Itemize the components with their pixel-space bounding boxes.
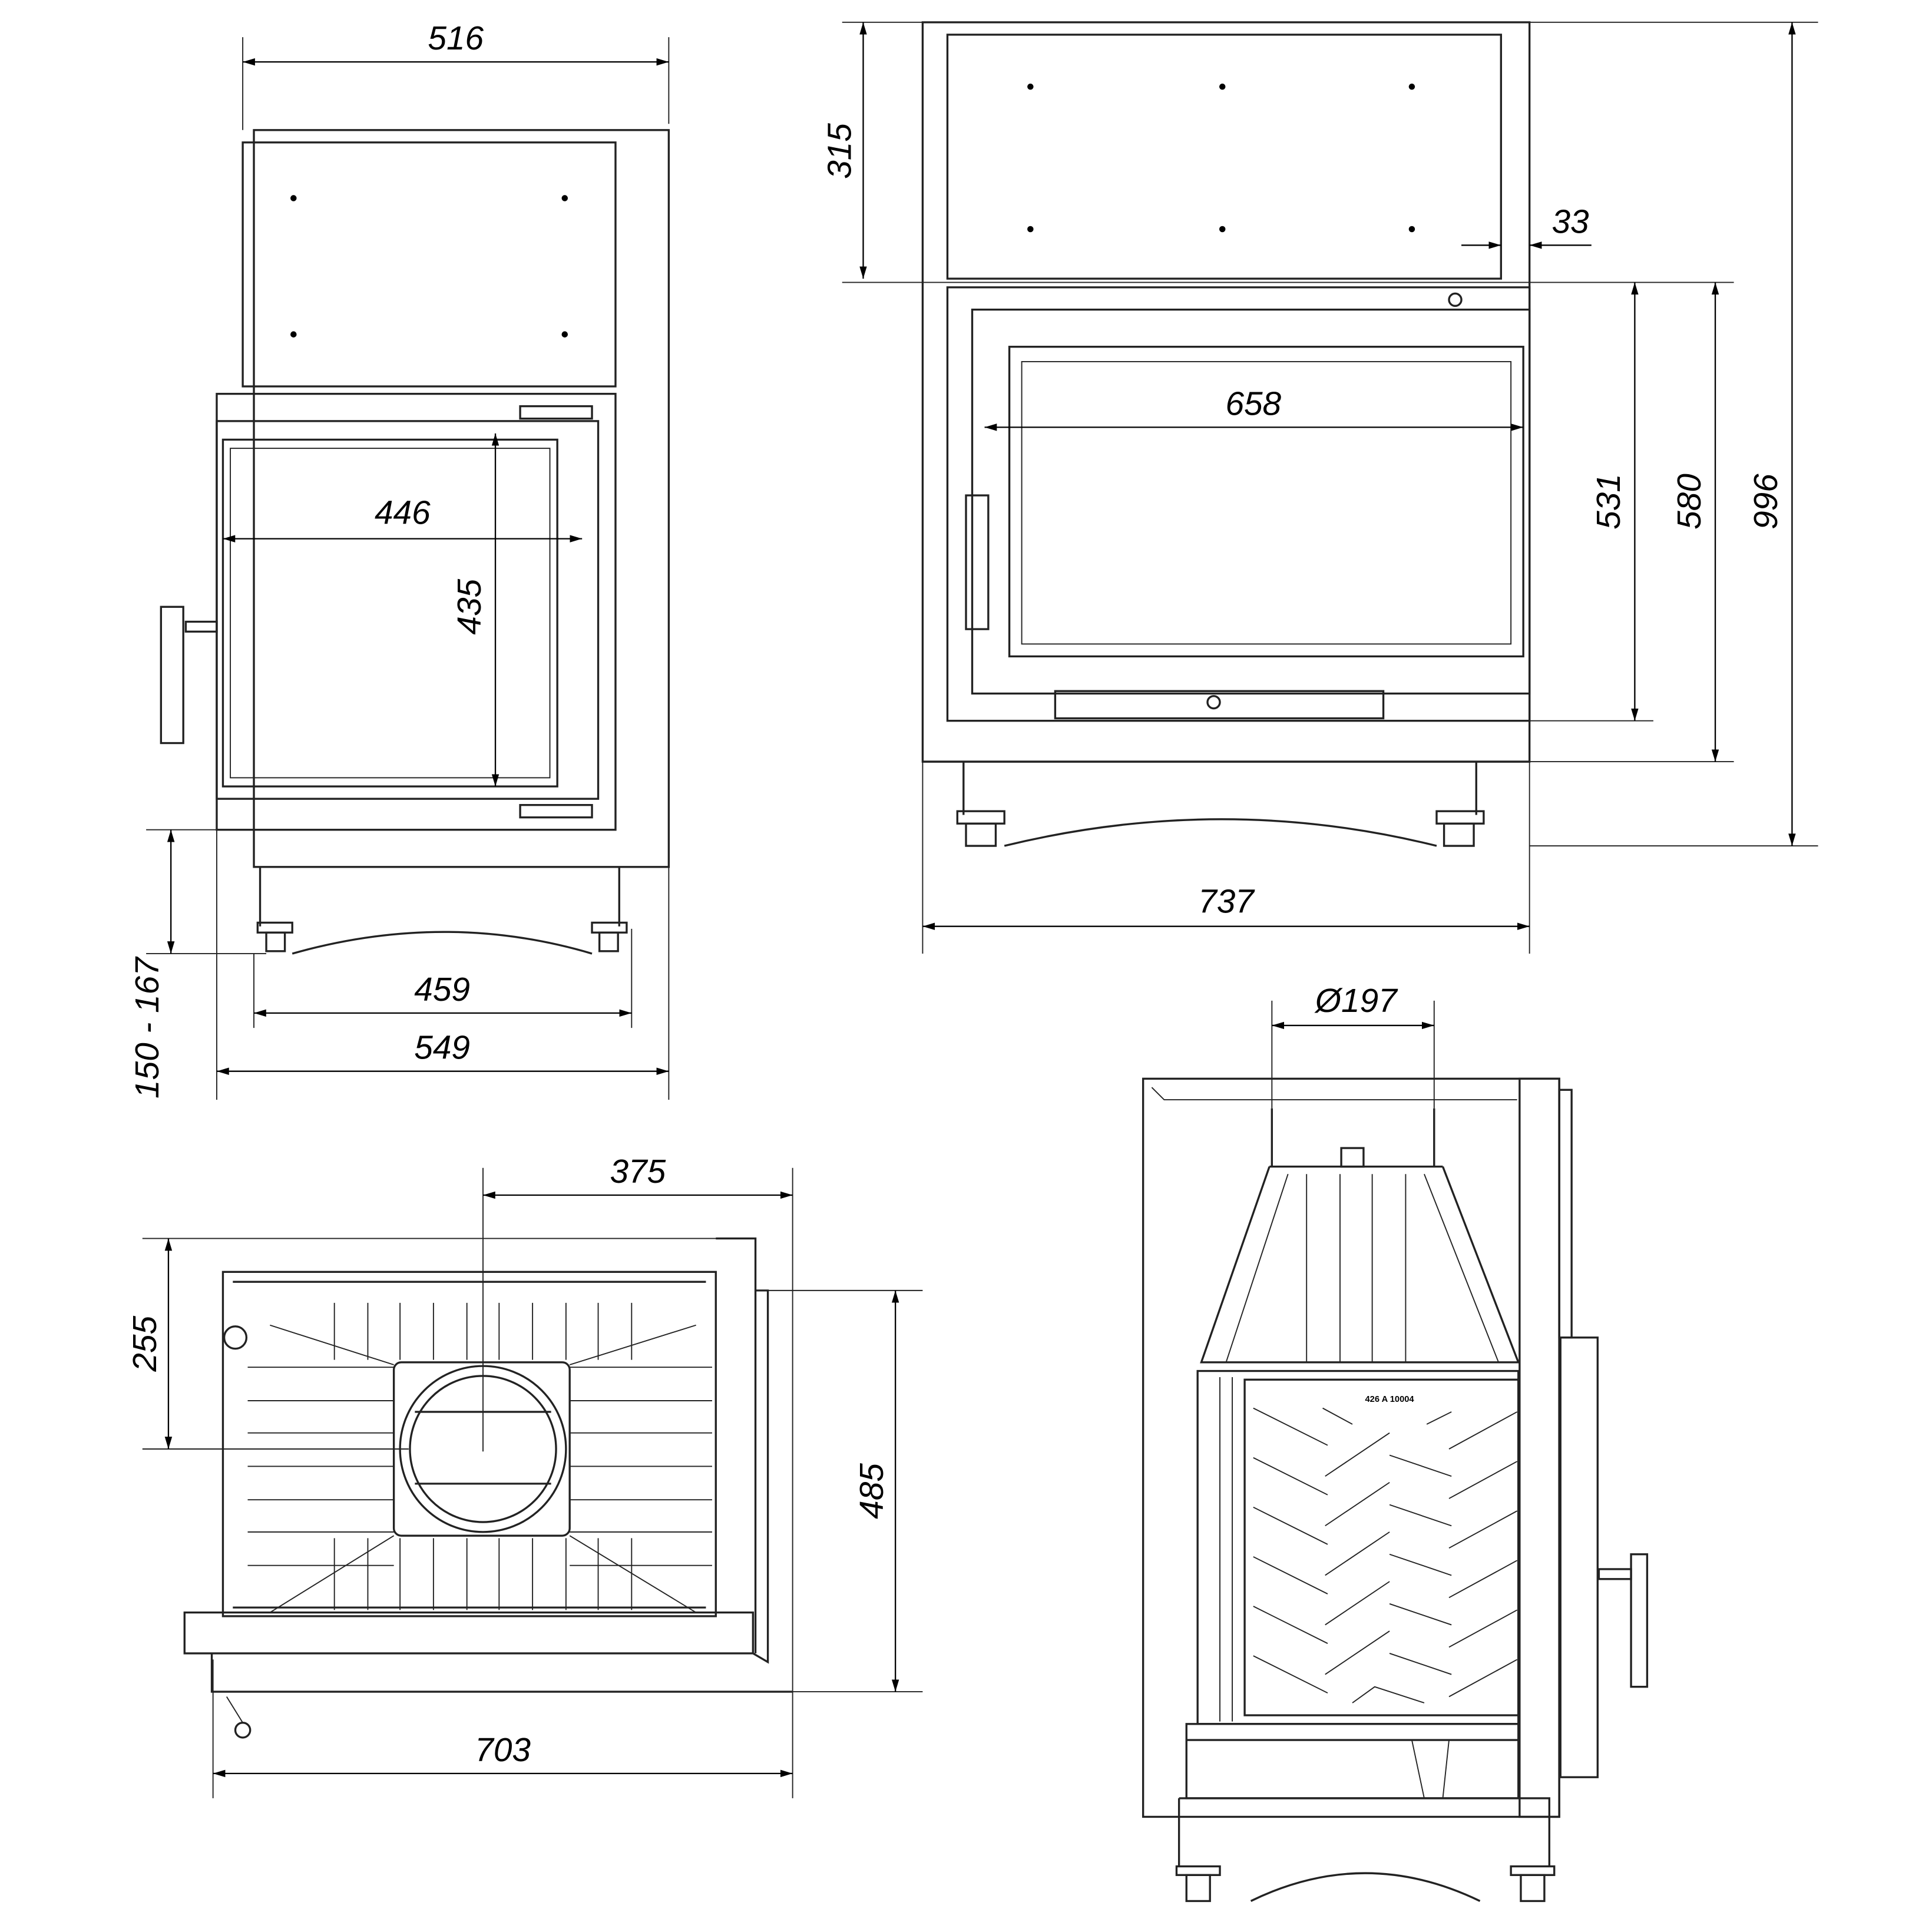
dim-580: 580 [1671, 474, 1708, 530]
view-front: 315 658 33 531 580 996 737 [821, 21, 1818, 954]
dim-996: 996 [1748, 474, 1785, 530]
dim-516: 516 [428, 20, 484, 57]
dim-549: 549 [414, 1030, 470, 1067]
dim-703: 703 [475, 1732, 531, 1769]
dim-150-167: 150 - 167 [129, 956, 166, 1099]
dim-375: 375 [610, 1153, 666, 1190]
dim-531: 531 [1590, 474, 1627, 530]
plate-marking: 426 A 10004 [1365, 1395, 1415, 1404]
dim-459: 459 [414, 971, 470, 1008]
view-side: 426 A 10004 Ø197 [1142, 982, 1649, 1903]
dim-446: 446 [375, 494, 431, 531]
dim-315: 315 [821, 123, 858, 179]
dim-737: 737 [1198, 884, 1255, 921]
dim-255: 255 [127, 1316, 164, 1372]
dim-33: 33 [1551, 203, 1589, 240]
dim-diameter-197: Ø197 [1314, 982, 1398, 1020]
dim-485: 485 [853, 1463, 891, 1519]
view-top: 375 255 485 703 [127, 1153, 923, 1798]
dim-435: 435 [451, 578, 488, 634]
dim-658: 658 [1225, 385, 1281, 422]
view-front-left: 516 446 435 150 - 167 459 549 [129, 20, 670, 1100]
